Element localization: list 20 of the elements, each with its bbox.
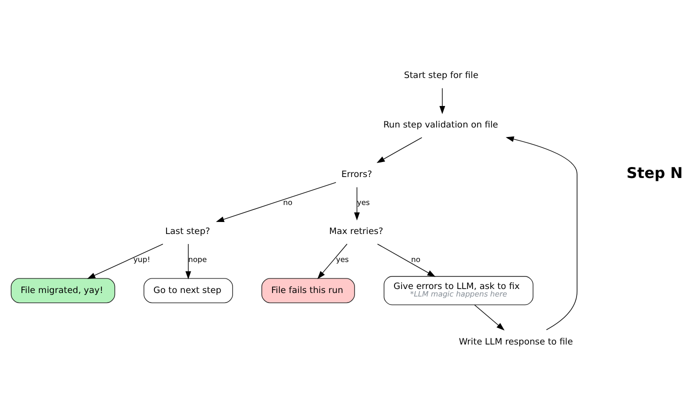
node-text: Errors? bbox=[341, 170, 372, 180]
arrow bbox=[439, 87, 446, 114]
label: Step N bbox=[626, 163, 683, 182]
node-text: Write LLM response to file bbox=[458, 336, 573, 347]
arrow bbox=[216, 182, 336, 222]
node-box: File migrated, yay! bbox=[10, 278, 116, 303]
arrow bbox=[474, 304, 505, 330]
arrow bbox=[87, 243, 164, 278]
node-text: Last step? bbox=[165, 226, 210, 236]
node-text: Start step for file bbox=[404, 70, 478, 81]
arrow bbox=[376, 136, 422, 163]
arrow bbox=[185, 243, 192, 279]
node-text: Max retries? bbox=[329, 226, 384, 236]
arrow bbox=[354, 186, 360, 220]
arrow bbox=[377, 243, 436, 276]
node-box: Go to next step bbox=[144, 278, 233, 303]
node-box: File fails this run bbox=[261, 278, 355, 303]
node-text: Run step validation on file bbox=[383, 120, 498, 130]
arrow bbox=[317, 243, 348, 279]
arrow bbox=[506, 136, 578, 330]
